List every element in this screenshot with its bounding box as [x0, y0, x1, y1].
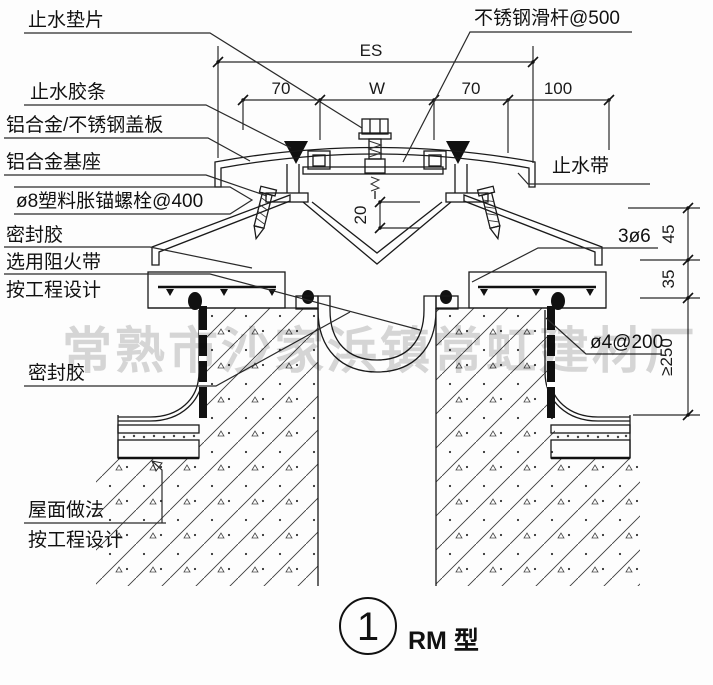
left-curb: [147, 271, 286, 309]
left-flashing: [151, 185, 291, 266]
right-flashing: [463, 185, 603, 266]
callout-base-seat: 铝合金基座: [6, 151, 101, 173]
aluminium-base: [265, 150, 489, 203]
callout-roof-make-2: 按工程设计: [28, 529, 123, 551]
detail-title: 1 RM 型: [339, 597, 479, 655]
dimension-lines: ES 70 W 70 100 20 45 35 ≥250: [212, 41, 700, 421]
callout-sealant-top: 密封胶: [6, 224, 63, 246]
cover-plate: [214, 146, 536, 188]
right-curb: [468, 271, 607, 309]
callout-mesh: ø4@200: [590, 332, 663, 353]
rubber-clips: [284, 141, 470, 164]
callout-roof-make-1: 屋面做法: [28, 499, 104, 521]
callouts: 止水垫片 不锈钢滑杆@500 止水胶条 铝合金/不锈钢盖板 铝合金基座 ø8塑料…: [4, 7, 663, 551]
rubber-v-seal: [302, 201, 452, 265]
detail-name: RM 型: [408, 627, 479, 655]
dim-100: 100: [544, 79, 572, 98]
callout-cover-plate: 铝合金/不锈钢盖板: [6, 114, 163, 136]
dim-70-left: 70: [272, 79, 291, 98]
callout-rubber-strip: 止水胶条: [30, 81, 106, 103]
callout-slide-rod: 不锈钢滑杆@500: [474, 7, 620, 29]
callout-fire-barrier-1: 选用阻火带: [6, 251, 101, 273]
dim-70-right: 70: [462, 79, 481, 98]
detail-number: 1: [357, 605, 379, 649]
sealant-blobs: [188, 290, 565, 310]
right-anchor-screw: [476, 185, 501, 241]
dim-35: 35: [659, 270, 678, 289]
callout-sealant-lower: 密封胶: [28, 362, 85, 384]
left-roof-layers: [117, 310, 204, 460]
dim-45: 45: [659, 225, 678, 244]
wall-membrane-strips: [199, 306, 555, 418]
dim-es: ES: [360, 41, 383, 60]
callout-rebar: 3ø6: [618, 226, 651, 247]
dim-w: W: [369, 79, 385, 98]
dim-ge250: ≥250: [657, 338, 676, 376]
callout-gasket: 止水垫片: [28, 9, 104, 31]
callout-anchor-bolt: ø8塑料胀锚螺栓@400: [16, 190, 203, 212]
factory-watermark: 常熟市沙家浜镇常虹建材厂: [62, 323, 698, 379]
callout-waterstop: 止水带: [552, 155, 609, 177]
dim-20: 20: [351, 206, 370, 225]
callout-fire-barrier-2: 按工程设计: [6, 279, 101, 301]
center-bolt: [358, 118, 392, 199]
